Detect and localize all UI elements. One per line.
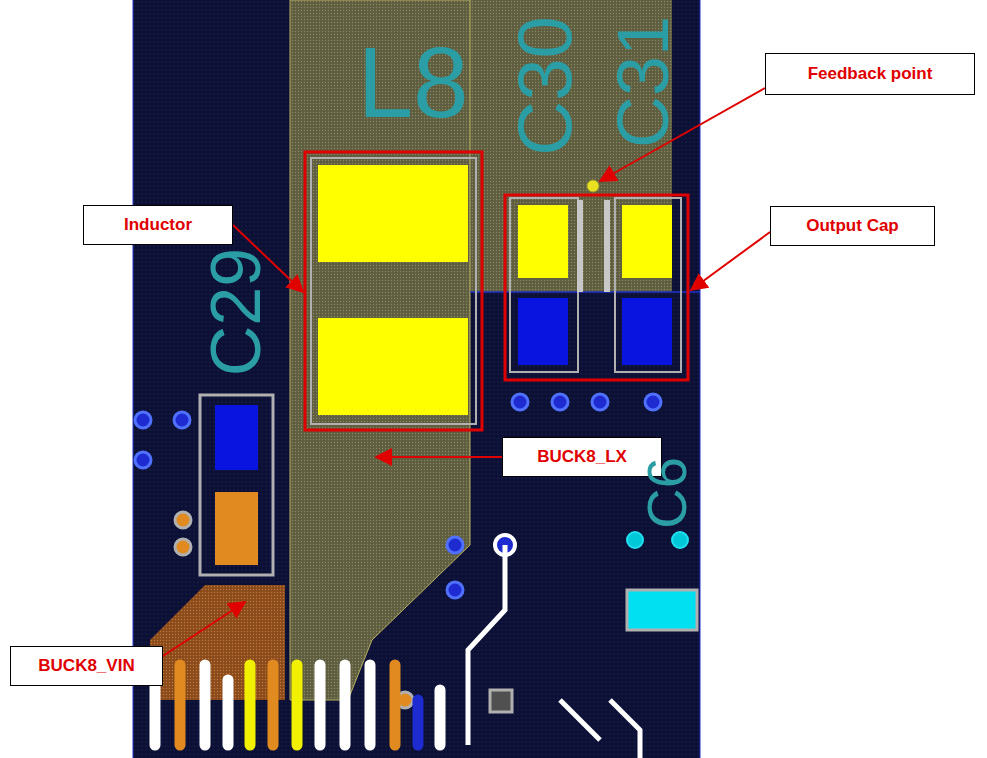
feedback-via — [587, 180, 599, 192]
callout-box: Output Cap — [770, 206, 935, 246]
lx-copper — [290, 0, 470, 700]
callout-box: BUCK8_LX — [502, 437, 662, 477]
silkscreen-label: L8 — [357, 32, 468, 132]
silkscreen-label: C29 — [201, 248, 271, 376]
silkscreen-label: C6 — [639, 457, 695, 529]
callout-box: Inductor — [83, 205, 233, 245]
callout-text: Output Cap — [806, 216, 899, 236]
callout-text: BUCK8_VIN — [38, 656, 134, 676]
inductor-outline — [305, 152, 482, 430]
inductor-pad — [318, 165, 468, 262]
callout-box: Feedback point — [765, 53, 975, 95]
callout-text: BUCK8_LX — [537, 447, 627, 467]
silkscreen-label: C30 — [507, 16, 583, 155]
silkscreen-label: C31 — [607, 16, 679, 148]
vin-copper — [150, 585, 285, 700]
callout-box: BUCK8_VIN — [10, 646, 163, 686]
callout-text: Inductor — [124, 215, 192, 235]
board-ground — [133, 0, 700, 758]
inductor-pad — [318, 318, 468, 415]
callout-text: Feedback point — [808, 64, 933, 84]
cap-outline — [505, 195, 688, 380]
